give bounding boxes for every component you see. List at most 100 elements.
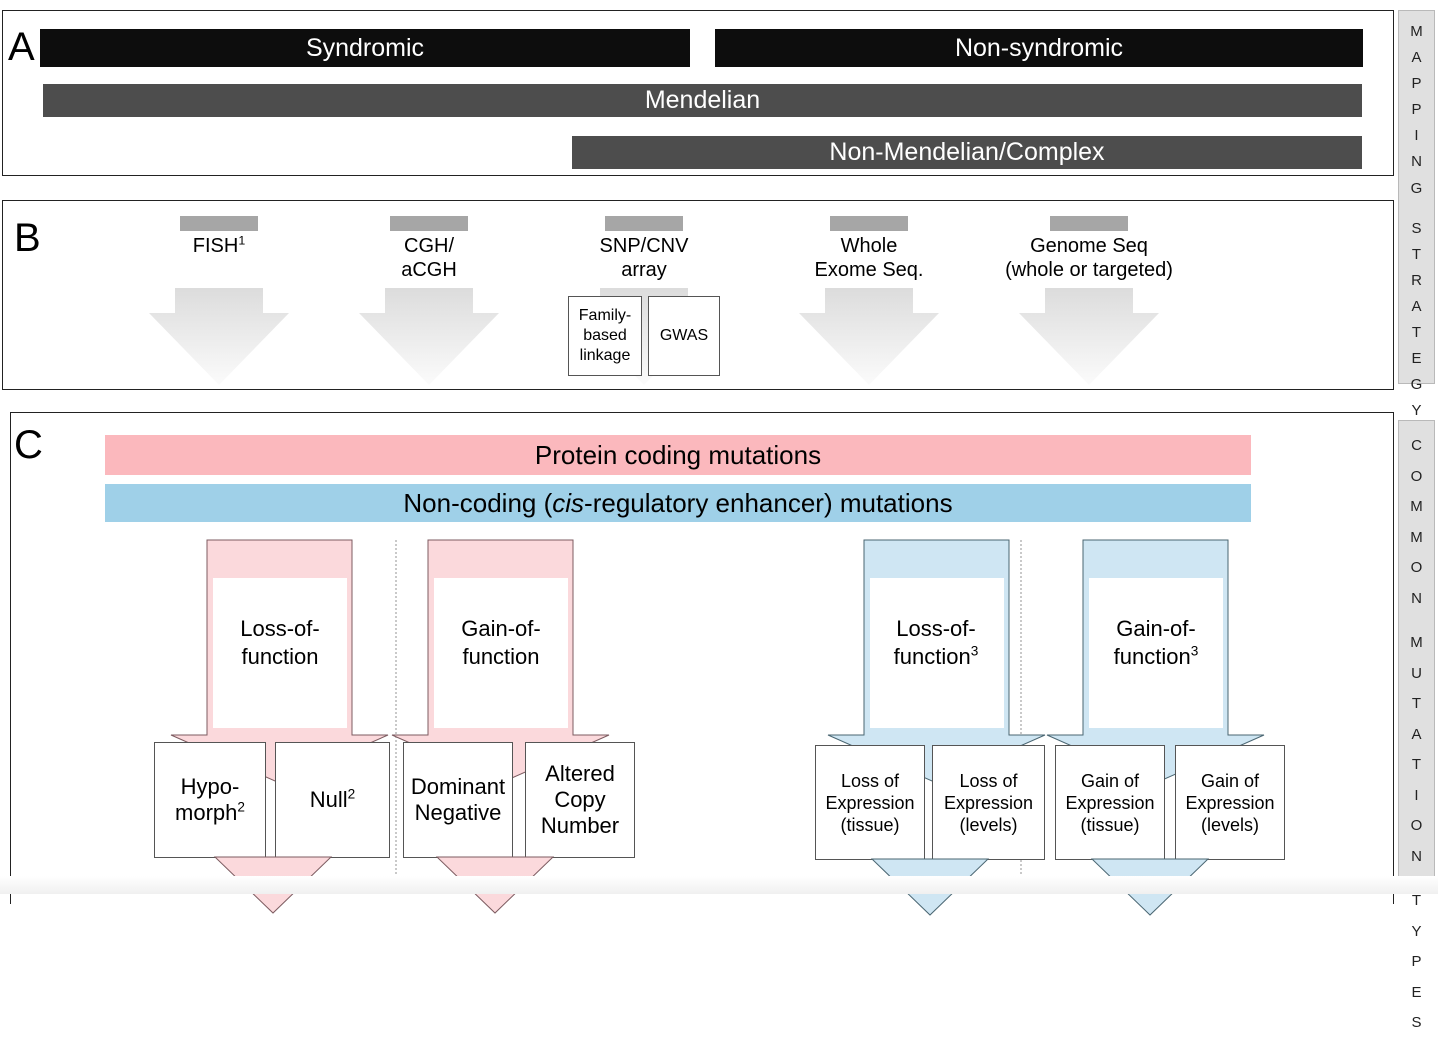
outcome-line2: Copy [554, 787, 606, 812]
method-label-line1: SNP/CNV [599, 235, 689, 257]
outcome-box-altered-copy-number: Altered Copy Number [525, 742, 635, 858]
method-label-line1: Whole [840, 235, 898, 257]
bar-mendelian: Mendelian [43, 84, 1362, 117]
subbox-family-based-linkage-label: Family-based linkage [578, 307, 632, 364]
bar-non-coding-label-pre: Non-coding ( [403, 487, 553, 518]
outcome-box-loss-of-expression-tissue: Loss of Expression (tissue) [815, 745, 925, 860]
outcome-line1: Altered [545, 761, 615, 786]
method-label-line2: (whole or targeted) [1005, 259, 1173, 281]
downward-arrow-icon [774, 288, 964, 386]
panel-b-letter: B [14, 216, 41, 260]
outcome-line2: Expression [1185, 792, 1275, 813]
label-line2: function [462, 644, 540, 669]
outcome-box-dominant-negative: Dominant Negative [403, 742, 513, 858]
method-cap-bar [390, 216, 468, 231]
outcome-line3: (levels) [959, 814, 1018, 835]
bar-non-coding-mutations: Non-coding (cis-regulatory enhancer) mut… [105, 484, 1251, 522]
method-column-whole-exome-seq: Whole Exome Seq. [774, 200, 964, 390]
label-superscript: 3 [970, 643, 979, 659]
label-superscript: 3 [1190, 643, 1199, 659]
bar-mendelian-label: Mendelian [644, 86, 761, 114]
panel-a-letter: A [8, 25, 35, 69]
bar-non-coding-label-italic: cis [552, 487, 585, 518]
outcome-line1: Null [309, 787, 348, 812]
method-cap-bar [180, 216, 258, 231]
method-cap-bar [1050, 216, 1128, 231]
bar-non-coding-label-post: -regulatory enhancer) mutations [584, 487, 953, 518]
outcome-line3: (tissue) [1080, 814, 1140, 835]
block-arrow-coding-loss-of-function [130, 538, 389, 784]
method-label-snp-cnv: SNP/CNV array [549, 234, 739, 282]
divider-coding [395, 540, 397, 894]
outcome-line1: Gain of [1200, 770, 1260, 791]
method-label-line1: Genome Seq [1030, 235, 1148, 257]
outcome-superscript: 2 [347, 786, 356, 802]
divider-noncoding [1020, 540, 1022, 894]
label-line1: Loss-of- [240, 616, 320, 641]
outcome-line3: Number [540, 813, 620, 838]
bar-non-syndromic: Non-syndromic [715, 29, 1363, 67]
outcome-box-loss-of-expression-levels: Loss of Expression (levels) [932, 745, 1045, 860]
outcome-line1: Gain of [1080, 770, 1140, 791]
bar-non-syndromic-label: Non-syndromic [954, 33, 1124, 62]
subbox-family-based-linkage: Family-based linkage [568, 296, 642, 376]
label-line2: function [1113, 644, 1191, 669]
method-cap-bar [830, 216, 908, 231]
panel-c-letter: C [14, 423, 43, 467]
subbox-gwas: GWAS [648, 296, 720, 376]
outcome-line2: Expression [825, 792, 915, 813]
method-label-genome-seq: Genome Seq (whole or targeted) [959, 234, 1219, 282]
method-label-fish: FISH1 [124, 234, 314, 258]
block-arrow-noncoding-gain-of-function [1006, 538, 1265, 784]
outcome-line2: Negative [414, 800, 502, 825]
outcome-box-gain-of-expression-levels: Gain of Expression (levels) [1175, 745, 1285, 860]
method-column-fish: FISH1 [124, 200, 314, 390]
downward-arrow-icon [124, 288, 314, 386]
method-label-line1: FISH [192, 235, 239, 257]
method-label-cgh: CGH/ aCGH [334, 234, 524, 282]
downward-arrow-icon [994, 288, 1184, 386]
method-label-line2: Exome Seq. [814, 259, 924, 281]
bar-protein-coding-mutations-label: Protein coding mutations [534, 439, 822, 470]
outcome-line2: Expression [1065, 792, 1155, 813]
outcome-line1: Dominant [410, 774, 506, 799]
outcome-box-null: Null2 [275, 742, 390, 858]
block-arrow-coding-gain-of-function [351, 538, 610, 784]
label-line1: Gain-of- [461, 616, 541, 641]
method-label-line2: aCGH [401, 259, 457, 281]
label-line1: Loss-of- [896, 616, 976, 641]
method-label-line1: CGH/ [404, 235, 454, 257]
outcome-box-hypomorph: Hypo- morph2 [154, 742, 266, 858]
outcome-line1: Loss of [959, 770, 1018, 791]
bottom-fade [0, 876, 1438, 894]
outcome-superscript: 2 [237, 799, 245, 815]
label-line2: function [241, 644, 319, 669]
label-coding-gain-of-function: Gain-of- function [431, 615, 571, 671]
block-arrow-noncoding-loss-of-function [787, 538, 1046, 784]
outcome-line1: Loss of [840, 770, 900, 791]
outcome-box-gain-of-expression-tissue: Gain of Expression (tissue) [1055, 745, 1165, 860]
outcome-line3: (levels) [1200, 814, 1259, 835]
outcome-line1: Hypo- [180, 774, 240, 799]
bar-syndromic: Syndromic [40, 29, 690, 67]
outcome-line3: (tissue) [840, 814, 900, 835]
outcome-line2: morph [175, 800, 238, 825]
bar-protein-coding-mutations: Protein coding mutations [105, 435, 1251, 475]
method-column-cgh: CGH/ aCGH [334, 200, 524, 390]
figure-canvas: A Syndromic Non-syndromic Mendelian Non-… [0, 10, 1438, 1031]
label-noncoding-loss-of-function: Loss-of- function3 [866, 615, 1006, 671]
bar-non-mendelian-complex-label: Non-Mendelian/Complex [829, 138, 1105, 166]
method-label-superscript: 1 [238, 233, 246, 248]
subbox-gwas-label: GWAS [659, 327, 709, 344]
method-column-genome-seq: Genome Seq (whole or targeted) [994, 200, 1184, 390]
bar-syndromic-label: Syndromic [305, 33, 425, 62]
bar-non-mendelian-complex: Non-Mendelian/Complex [572, 136, 1362, 169]
method-label-line2: array [621, 259, 667, 281]
label-coding-loss-of-function: Loss-of- function [210, 615, 350, 671]
method-label-whole-exome-seq: Whole Exome Seq. [774, 234, 964, 282]
method-cap-bar [605, 216, 683, 231]
